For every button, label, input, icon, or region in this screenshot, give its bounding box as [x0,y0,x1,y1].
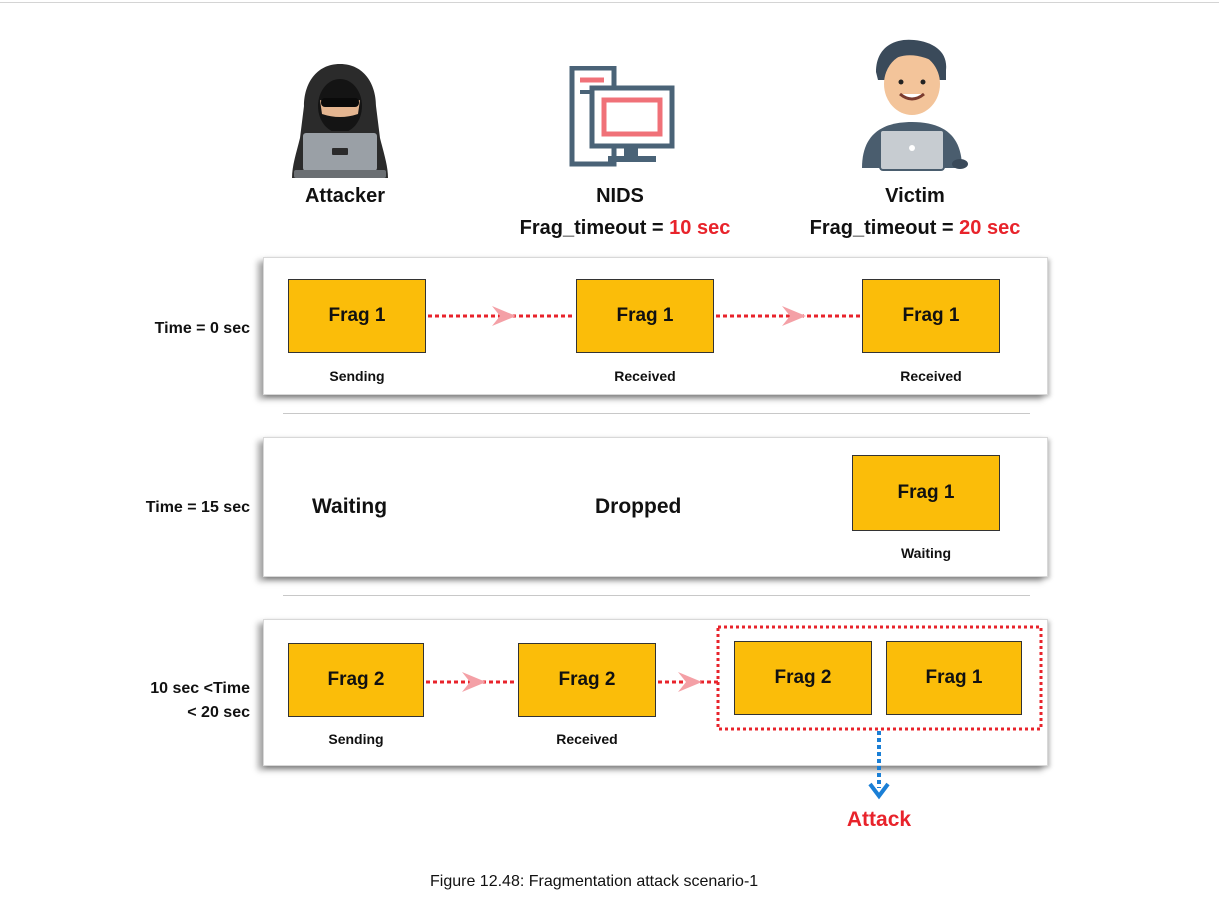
victim-label: Victim [885,185,945,207]
nids-timeout: Frag_timeout = 10 sec [480,217,770,240]
attacker-label: Attacker [304,185,386,207]
nids-timeout-value: 10 sec [669,217,731,239]
attack-arrow [868,731,890,800]
frag-box-attacker-row1: Frag 1 [288,279,426,353]
row-separator [283,413,1030,414]
frag-box-nids-row1: Frag 1 [576,279,714,353]
time-label-row2: Time = 15 sec [145,499,250,516]
caption-attacker-row3: Sending [328,731,384,747]
reassembly-highlight-box [716,625,1043,731]
caption-nids-row1: Received [614,368,676,384]
arrow-attacker-to-nids-row3 [426,672,516,692]
time-label-row3-line1: 10 sec <Time [150,680,250,697]
victim-timeout-prefix: Frag_timeout = [809,217,960,239]
arrow-attacker-to-nids-row1 [428,306,574,326]
nids-timeout-prefix: Frag_timeout = [519,217,670,239]
frag-box-victim-frag1-row3: Frag 1 [886,641,1022,715]
time-label-row1: Time = 0 sec [154,320,250,337]
victim-timeout: Frag_timeout = 20 sec [770,217,1060,240]
figure-caption: Figure 12.48: Fragmentation attack scena… [430,873,759,890]
nids-state-dropped: Dropped [595,495,682,518]
arrow-nids-to-victim-row1 [716,306,860,326]
attacker-state-waiting: Waiting [312,495,388,518]
time-label-row3-line2: < 20 sec [187,704,250,721]
frag-box-victim-row2: Frag 1 [852,455,1000,531]
frag-box-victim-frag2-row3: Frag 2 [734,641,872,715]
frag-box-victim-row1: Frag 1 [862,279,1000,353]
caption-attacker-row1: Sending [329,368,385,384]
caption-victim-row2: Waiting [900,545,952,561]
attack-label: Attack [846,808,912,831]
frag-box-nids-row3: Frag 2 [518,643,656,717]
user-laptop-icon [862,39,968,171]
arrow-nids-to-victim-row3 [658,672,718,692]
caption-nids-row3: Received [556,731,618,747]
computer-monitor-icon [569,66,675,167]
victim-timeout-value: 20 sec [959,217,1021,239]
caption-victim-row1: Received [900,368,962,384]
hooded-attacker-laptop-icon [292,64,388,178]
row-separator [283,595,1030,596]
nids-label: NIDS [596,185,644,207]
time-label-row3: 10 sec <Time < 20 sec [90,677,250,725]
frag-box-attacker-row3: Frag 2 [288,643,424,717]
top-divider [0,2,1219,3]
